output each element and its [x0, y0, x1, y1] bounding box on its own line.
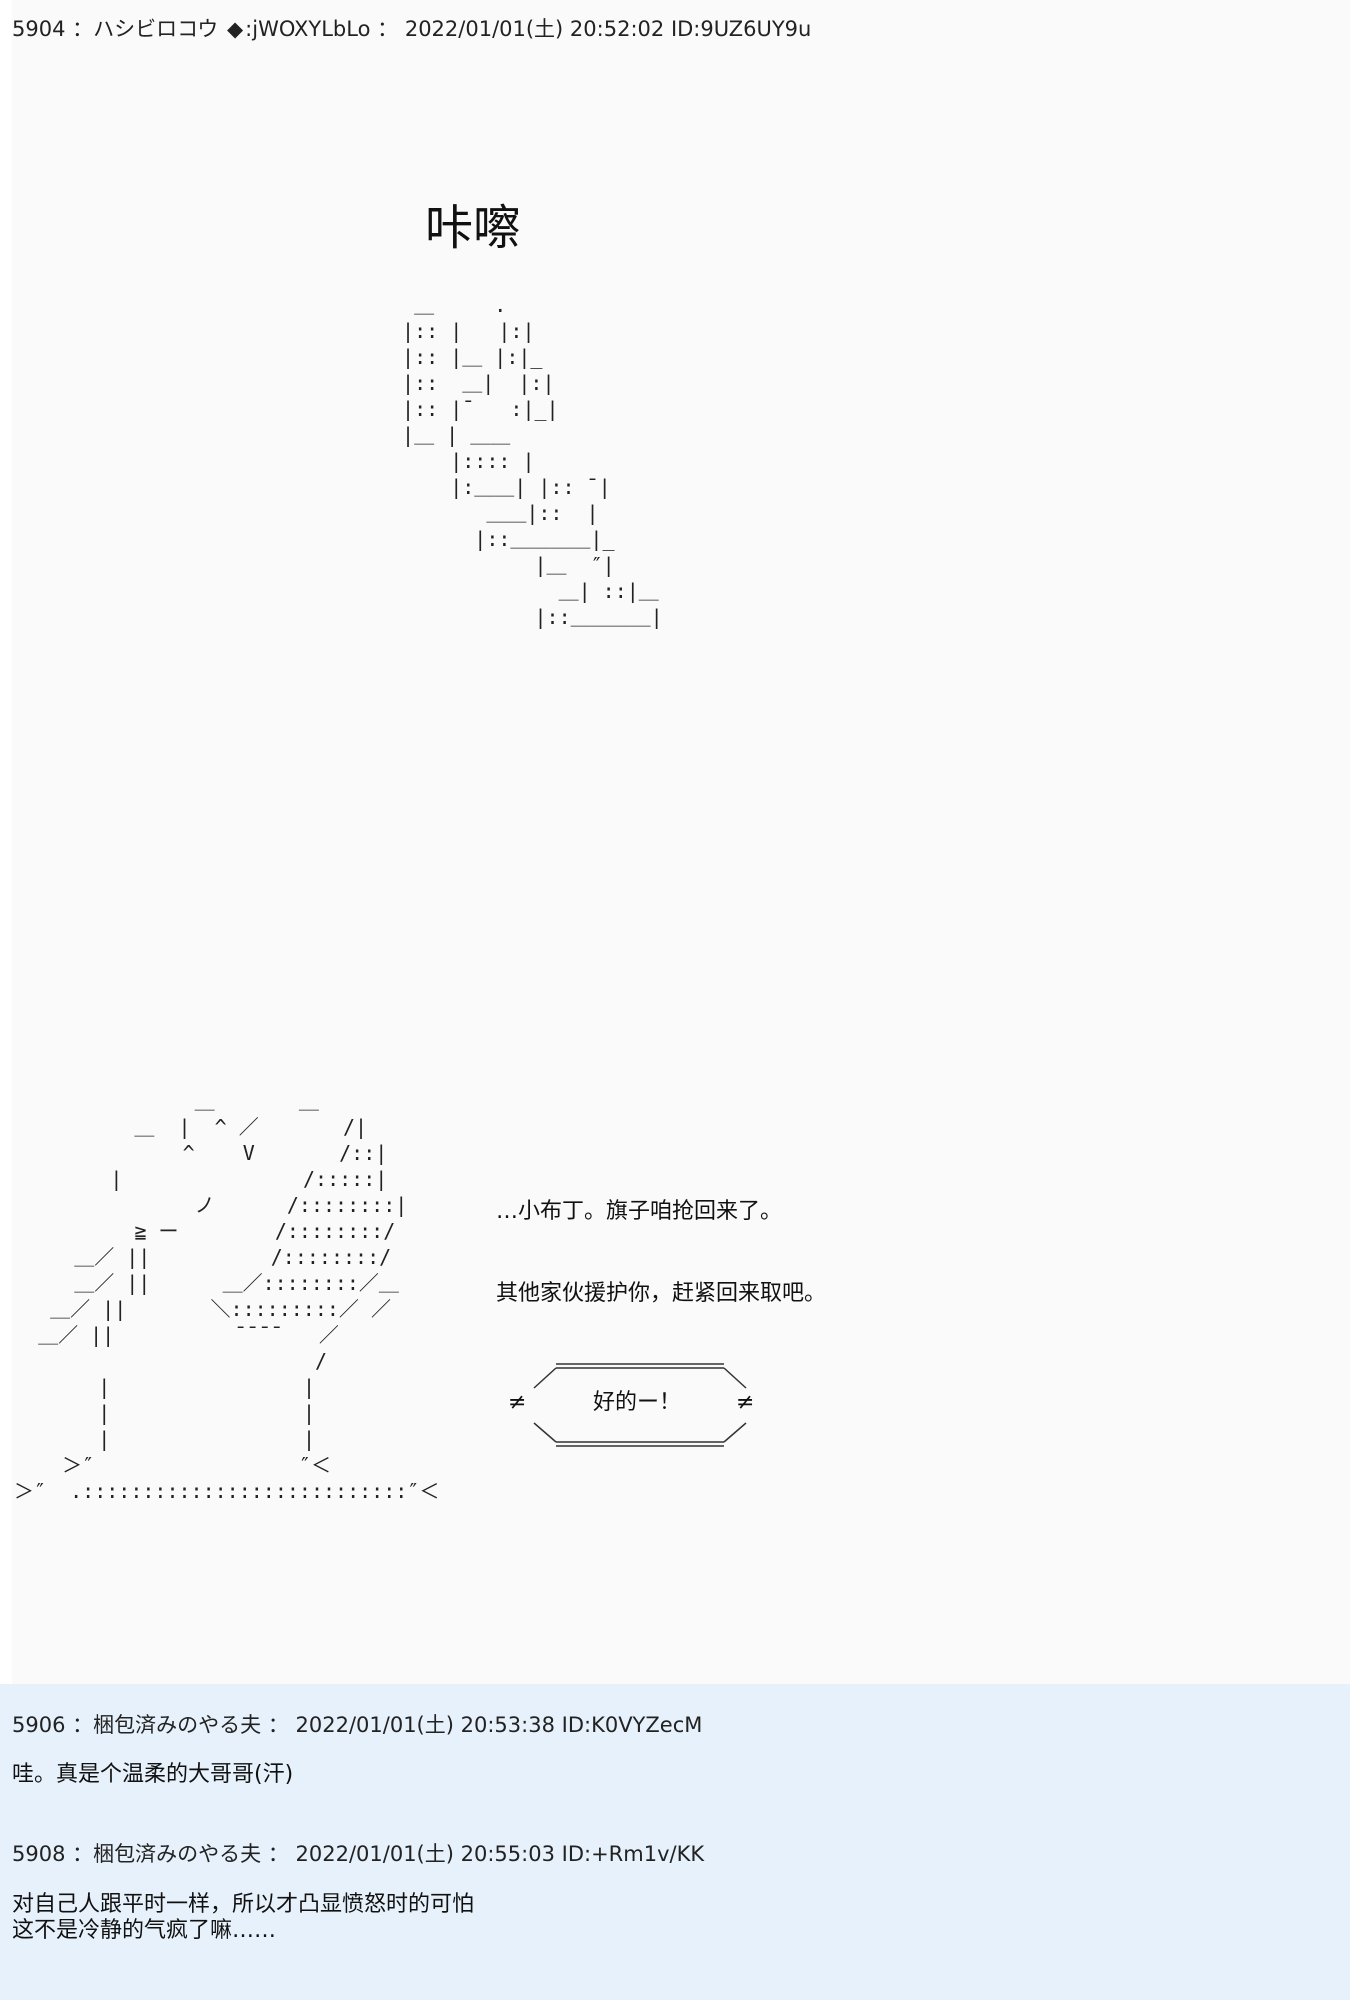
header-separator: ：	[72, 1713, 94, 1737]
post-number[interactable]: 5904	[12, 17, 66, 41]
ascii-art-character: ＿ ＿ ＿ | ^ ／ /| ^ V /::| | /:::::| ノ /:::…	[14, 1089, 440, 1503]
sound-effect-text: 咔嚓	[425, 200, 522, 256]
dialog-line-2: 其他家伙援护你，赶紧回来取吧。	[496, 1281, 827, 1306]
post-header-5908: 5908 ：梱包済みのやる夫 ： 2022/01/01(土) 20:55:03 …	[12, 1841, 704, 1867]
post-number[interactable]: 5908	[12, 1842, 66, 1866]
post-datetime: 2022/01/01(土) 20:53:38	[295, 1713, 555, 1737]
ascii-art-broken-pole: ＿ . |:: | |:| |:: |＿ |:|_ |:: ＿| |:| |::…	[402, 293, 663, 629]
choice-label: 好的ー！	[592, 1390, 681, 1415]
poster-id[interactable]: ID:9UZ6UY9u	[670, 17, 812, 41]
post-datetime: 2022/01/01(土) 20:55:03	[295, 1842, 555, 1866]
poster-name: 梱包済みのやる夫	[93, 1713, 262, 1737]
poster-id[interactable]: ID:+Rm1v/KK	[561, 1842, 705, 1866]
poster-name: 梱包済みのやる夫	[93, 1842, 262, 1866]
reply-posts-background	[0, 1684, 1350, 2000]
post-body-5906: 哇。真是个温柔的大哥哥(汗)	[12, 1762, 294, 1787]
header-separator: ：	[72, 17, 94, 41]
post-body-5908-line-1: 对自己人跟平时一样，所以才凸显愤怒时的可怕	[12, 1892, 475, 1917]
post-header-5904: 5904 ：ハシビロコウ ◆:jWOXYLbLo ： 2022/01/01(土)…	[12, 16, 811, 42]
poster-name: ハシビロコウ	[93, 17, 219, 41]
post-body-5908-line-2: 这不是冷静的气疯了嘛……	[12, 1918, 277, 1943]
post-5904-background	[12, 0, 1350, 1684]
post-header-5906: 5906 ：梱包済みのやる夫 ： 2022/01/01(土) 20:53:38 …	[12, 1712, 702, 1738]
choice-right-mark: ≠	[736, 1390, 755, 1415]
header-separator: ：	[267, 1842, 289, 1866]
header-separator: ：	[72, 1842, 94, 1866]
header-separator: ：	[267, 1713, 289, 1737]
dialog-line-1: …小布丁。旗子咱抢回来了。	[496, 1199, 783, 1224]
trip-diamond-icon: ◆	[227, 17, 244, 41]
choice-left-mark: ≠	[508, 1390, 527, 1415]
choice-box: ≠ 好的ー！ ≠	[508, 1355, 762, 1455]
poster-trip: :jWOXYLbLo	[245, 17, 371, 41]
poster-id[interactable]: ID:K0VYZecM	[561, 1713, 703, 1737]
post-number[interactable]: 5906	[12, 1713, 66, 1737]
post-datetime: 2022/01/01(土) 20:52:02	[404, 17, 665, 41]
header-separator: ：	[377, 17, 399, 41]
choice-box-frame	[533, 1363, 747, 1447]
